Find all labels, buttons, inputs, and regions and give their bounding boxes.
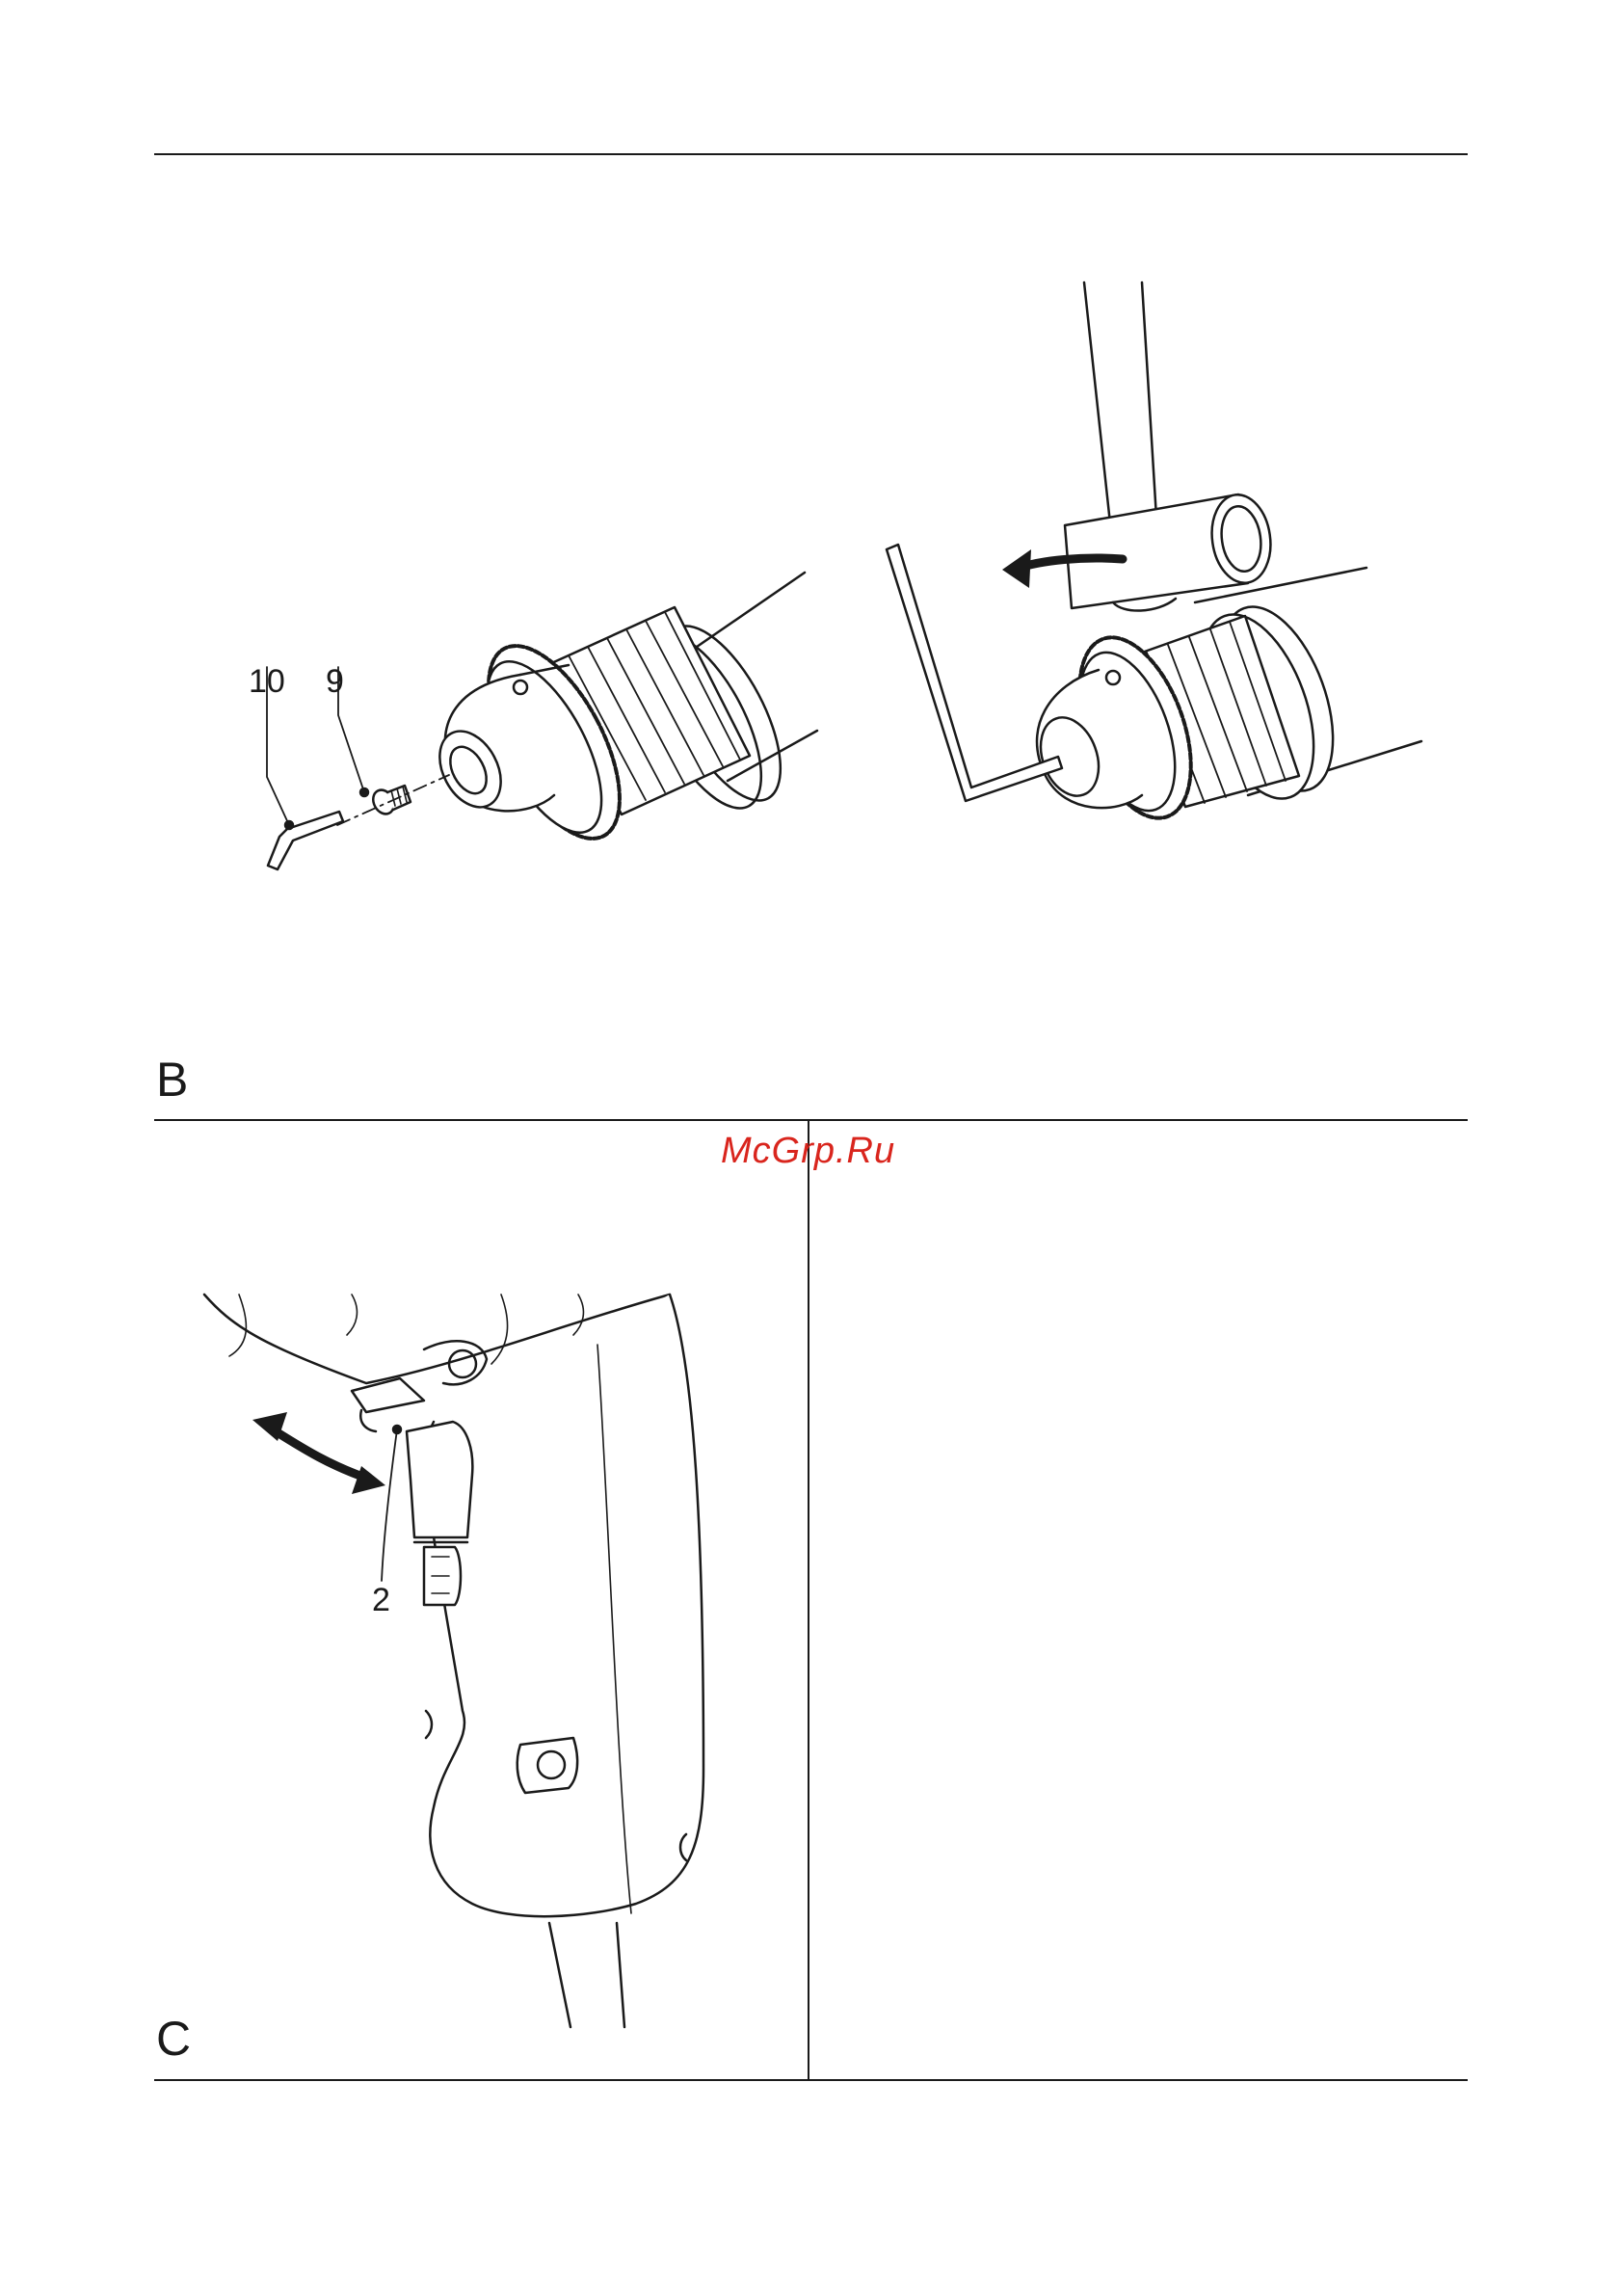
section-c-rule [154,2079,1468,2081]
chuck-screw-removal-illustration [222,549,838,906]
top-rule [154,153,1468,155]
watermark-text: McGrp.Ru [721,1131,895,1172]
section-b-divider [808,1119,809,2081]
section-letter-b: B [156,1055,188,1104]
callout-2-label: 2 [372,1584,390,1616]
section-letter-c: C [156,2015,191,2063]
section-b-rule [154,1119,1468,1121]
callout-10-label: 10 [249,665,285,698]
callout-9-label: 9 [326,665,344,698]
hex-key-10 [268,812,343,869]
hammer-hex-key-illustration [867,275,1436,824]
drill-handle-switch-illustration [193,1287,732,2029]
